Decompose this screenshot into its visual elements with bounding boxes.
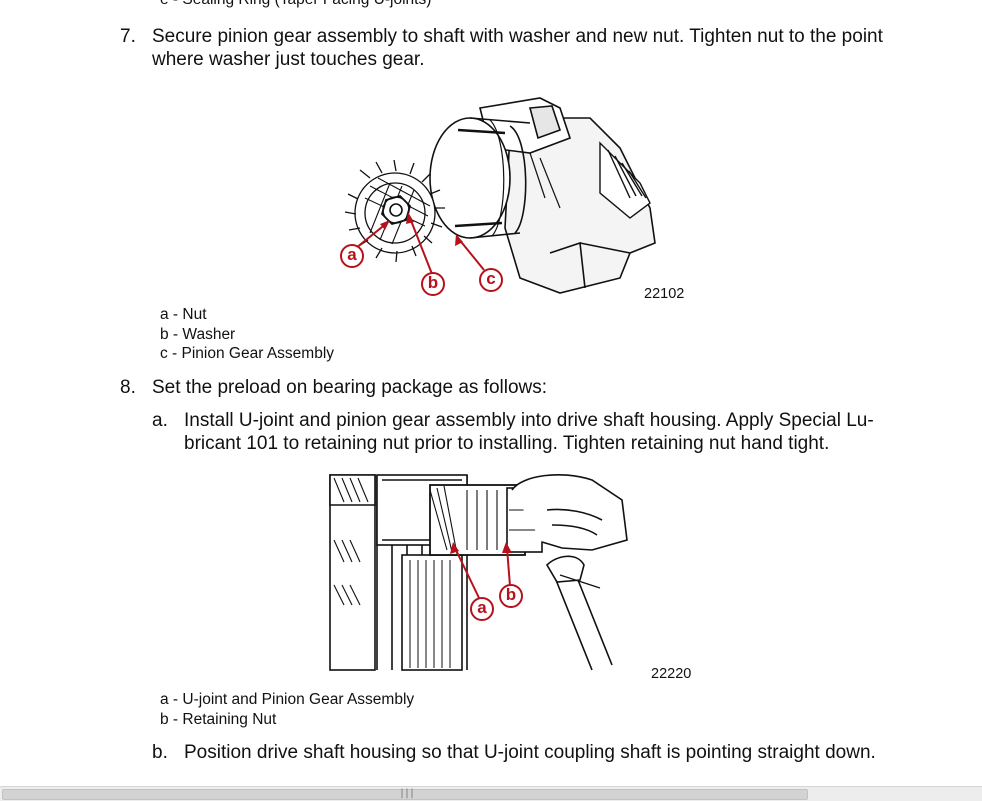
previous-legend-line: e - Sealing Ring (Taper Facing U-joints) — [160, 0, 431, 9]
pinion-gear-figure — [340, 97, 656, 296]
figure-1-legend-c: c - Pinion Gear Assembly — [160, 345, 335, 362]
figure-2-number: 22220 — [651, 666, 692, 682]
grip-icon: ||| — [399, 788, 415, 799]
callout-a-label: a — [347, 245, 357, 264]
step-8b-letter: b. — [152, 742, 168, 763]
step-7-number: 7. — [120, 26, 136, 47]
installation-figure — [329, 474, 628, 671]
figure-2-legend-a: a - U-joint and Pinion Gear Assembly — [160, 691, 415, 708]
callout-a2-label: a — [477, 598, 487, 617]
step-8a-letter: a. — [152, 410, 168, 431]
callout-b-circle — [421, 272, 445, 296]
step-8-text: Set the preload on bearing package as fo… — [152, 377, 548, 398]
callout-b-label: b — [427, 273, 439, 292]
step-8a-line-2: bricant 101 to retaining nut prior to in… — [184, 433, 830, 454]
scrollbar-thumb[interactable]: ||| — [2, 788, 808, 800]
callout-c-circle — [479, 268, 503, 292]
callout-a-circle — [340, 244, 364, 268]
step-8b-text: Position drive shaft housing so that U-j… — [184, 742, 876, 763]
figure-1-number: 22102 — [644, 286, 685, 302]
callout-b2-label: b — [505, 585, 517, 604]
figure-1-legend-b: b - Washer — [160, 326, 236, 343]
step-7-line-2: where washer just touches gear. — [152, 49, 425, 70]
callout-a2-circle — [470, 597, 494, 621]
figure-1-legend-a: a - Nut — [160, 306, 207, 323]
callout-b2-circle — [499, 584, 523, 608]
figure-2-legend-b: b - Retaining Nut — [160, 711, 277, 728]
step-7-line-1: Secure pinion gear assembly to shaft wit… — [152, 26, 883, 47]
step-8a-line-1: Install U-joint and pinion gear assembly… — [184, 410, 874, 431]
horizontal-scrollbar[interactable]: ||| — [0, 786, 982, 801]
callout-c-label: c — [486, 269, 496, 288]
step-8-number: 8. — [120, 377, 136, 398]
